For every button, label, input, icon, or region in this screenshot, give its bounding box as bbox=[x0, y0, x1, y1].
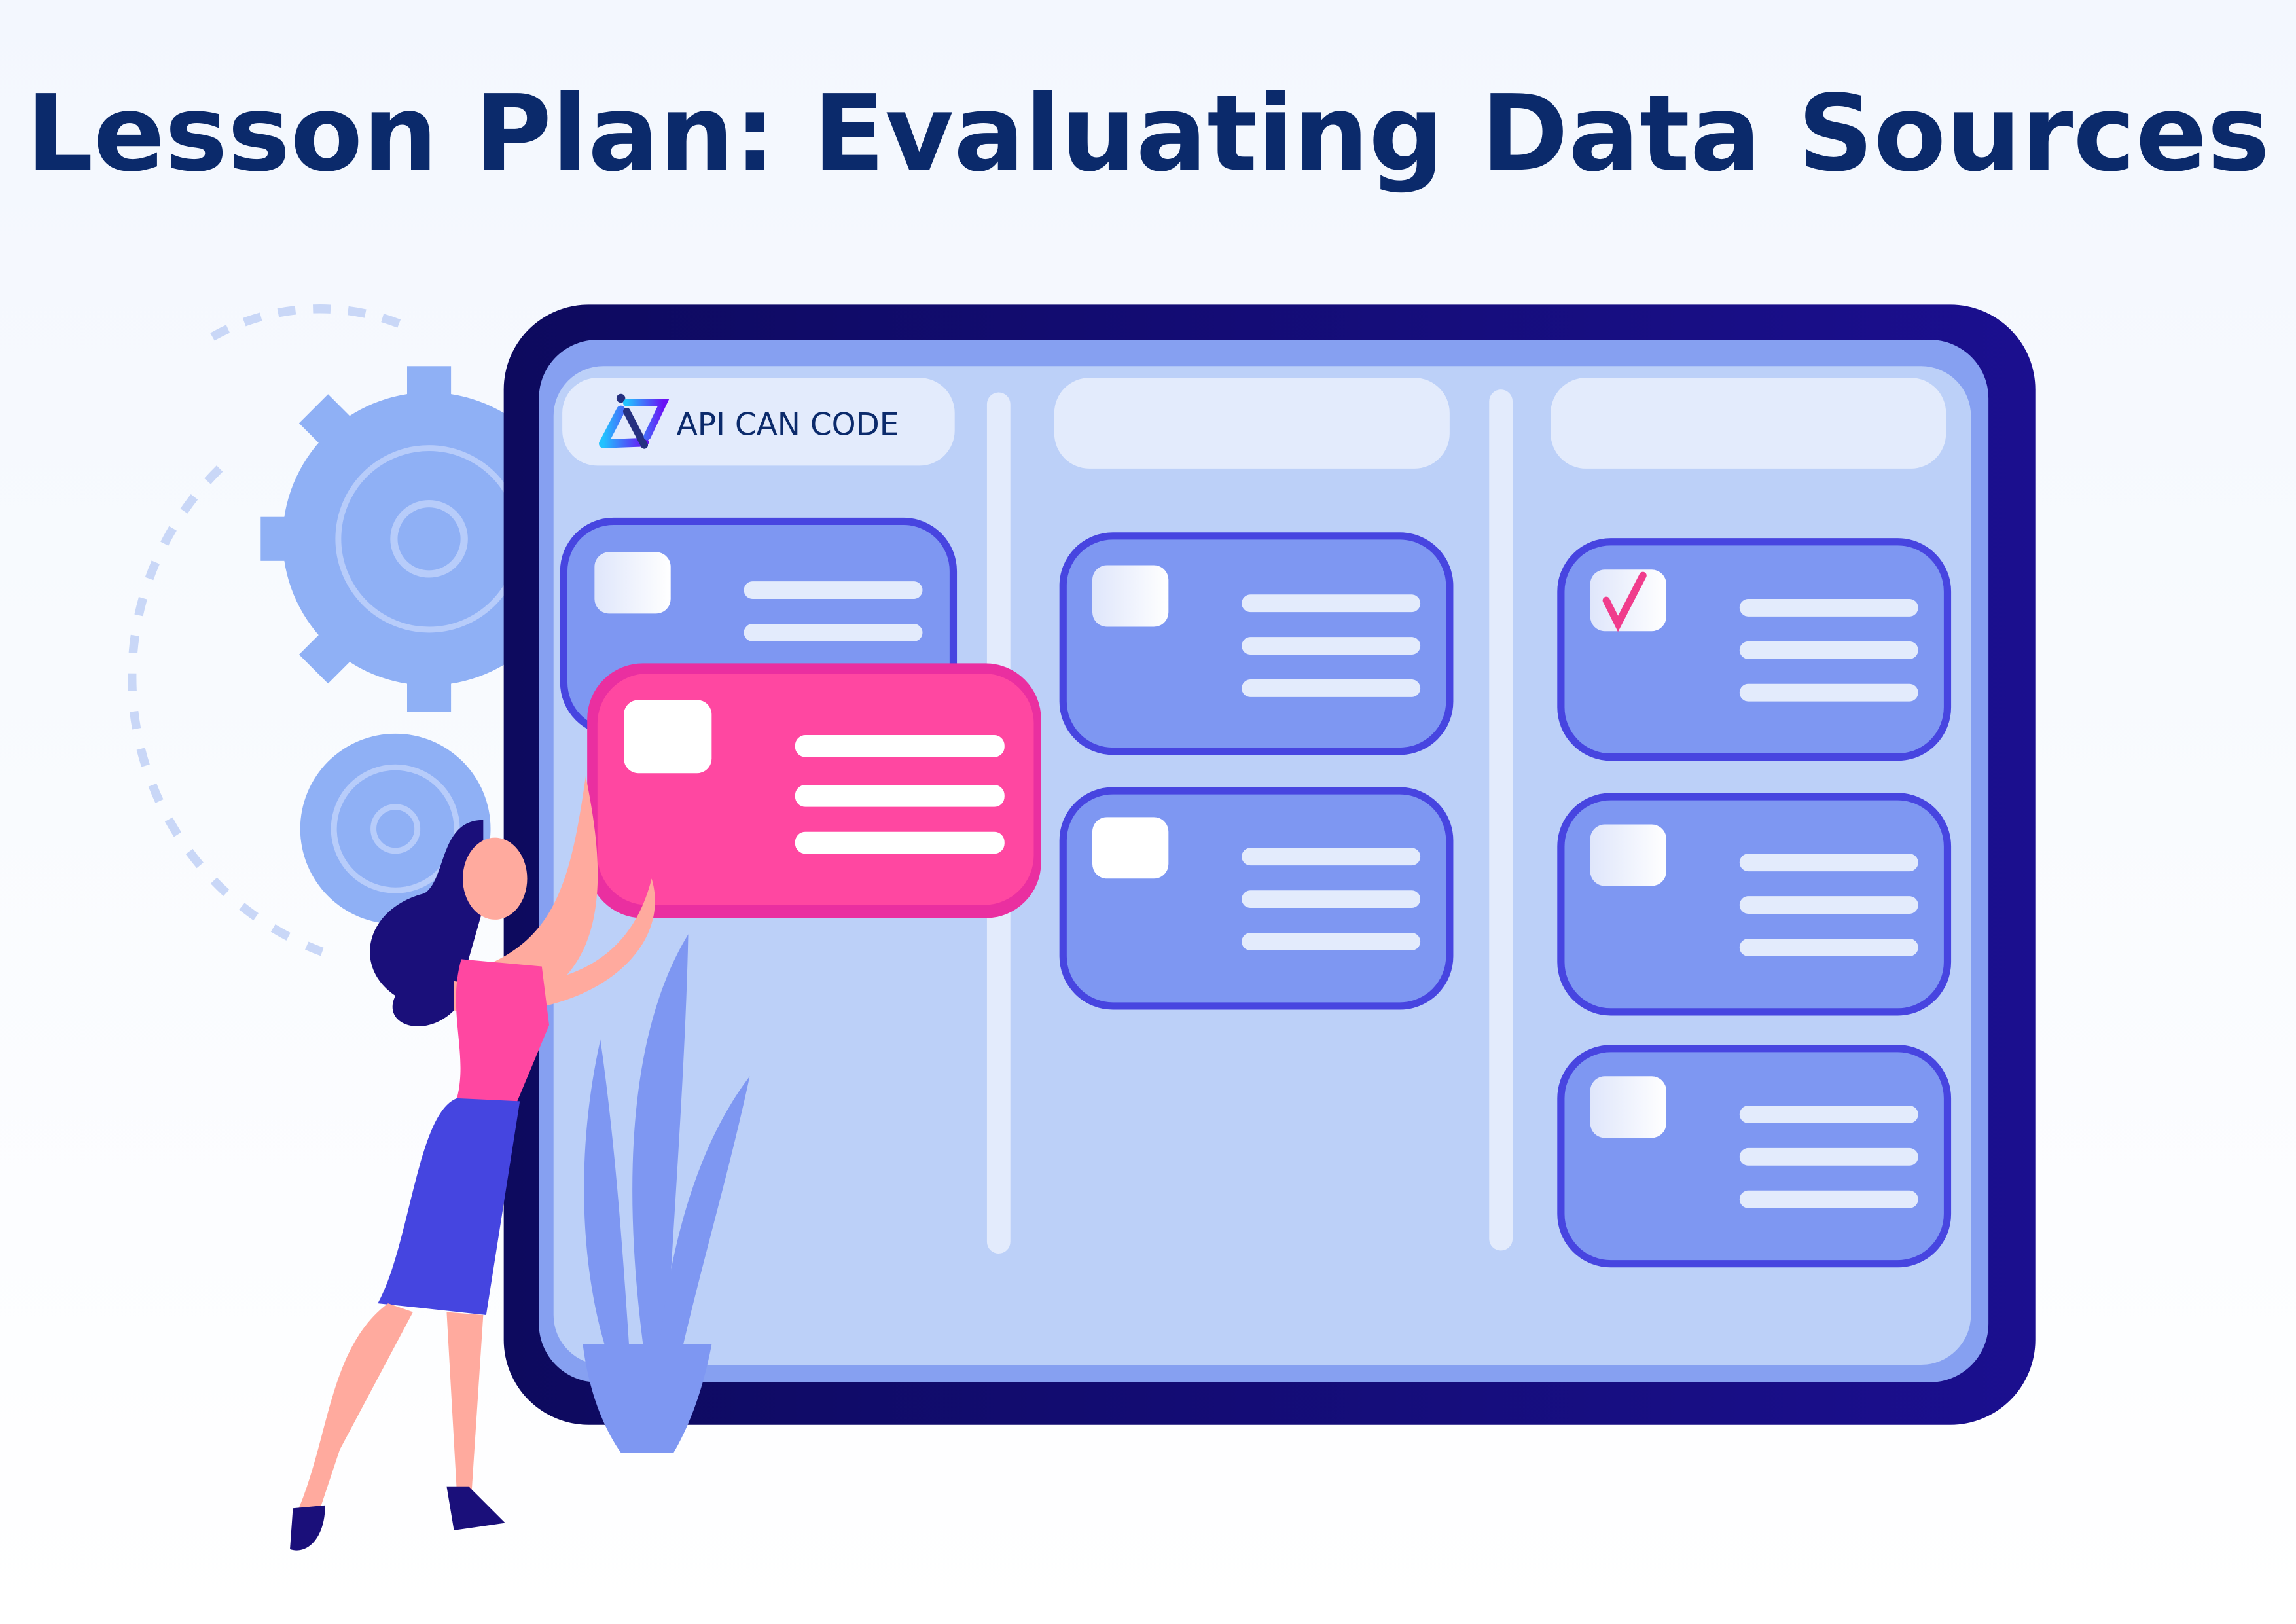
plant-illustration bbox=[583, 934, 750, 1453]
column-divider bbox=[1489, 389, 1513, 1251]
logo: API CAN CODE bbox=[599, 393, 899, 449]
page-title: Lesson Plan: Evaluating Data Sources bbox=[26, 72, 2270, 195]
person-illustration bbox=[290, 776, 655, 1551]
logo-text: API CAN CODE bbox=[677, 406, 899, 442]
highlighted-card bbox=[587, 663, 1041, 918]
card bbox=[1059, 532, 1454, 755]
card bbox=[1557, 538, 1952, 761]
column-header bbox=[1551, 378, 1946, 469]
board-cards bbox=[560, 517, 1952, 1268]
card bbox=[1557, 1045, 1952, 1268]
column-header bbox=[1054, 378, 1450, 469]
check-icon bbox=[1602, 571, 1647, 632]
card bbox=[1557, 793, 1952, 1016]
card bbox=[1059, 787, 1454, 1010]
